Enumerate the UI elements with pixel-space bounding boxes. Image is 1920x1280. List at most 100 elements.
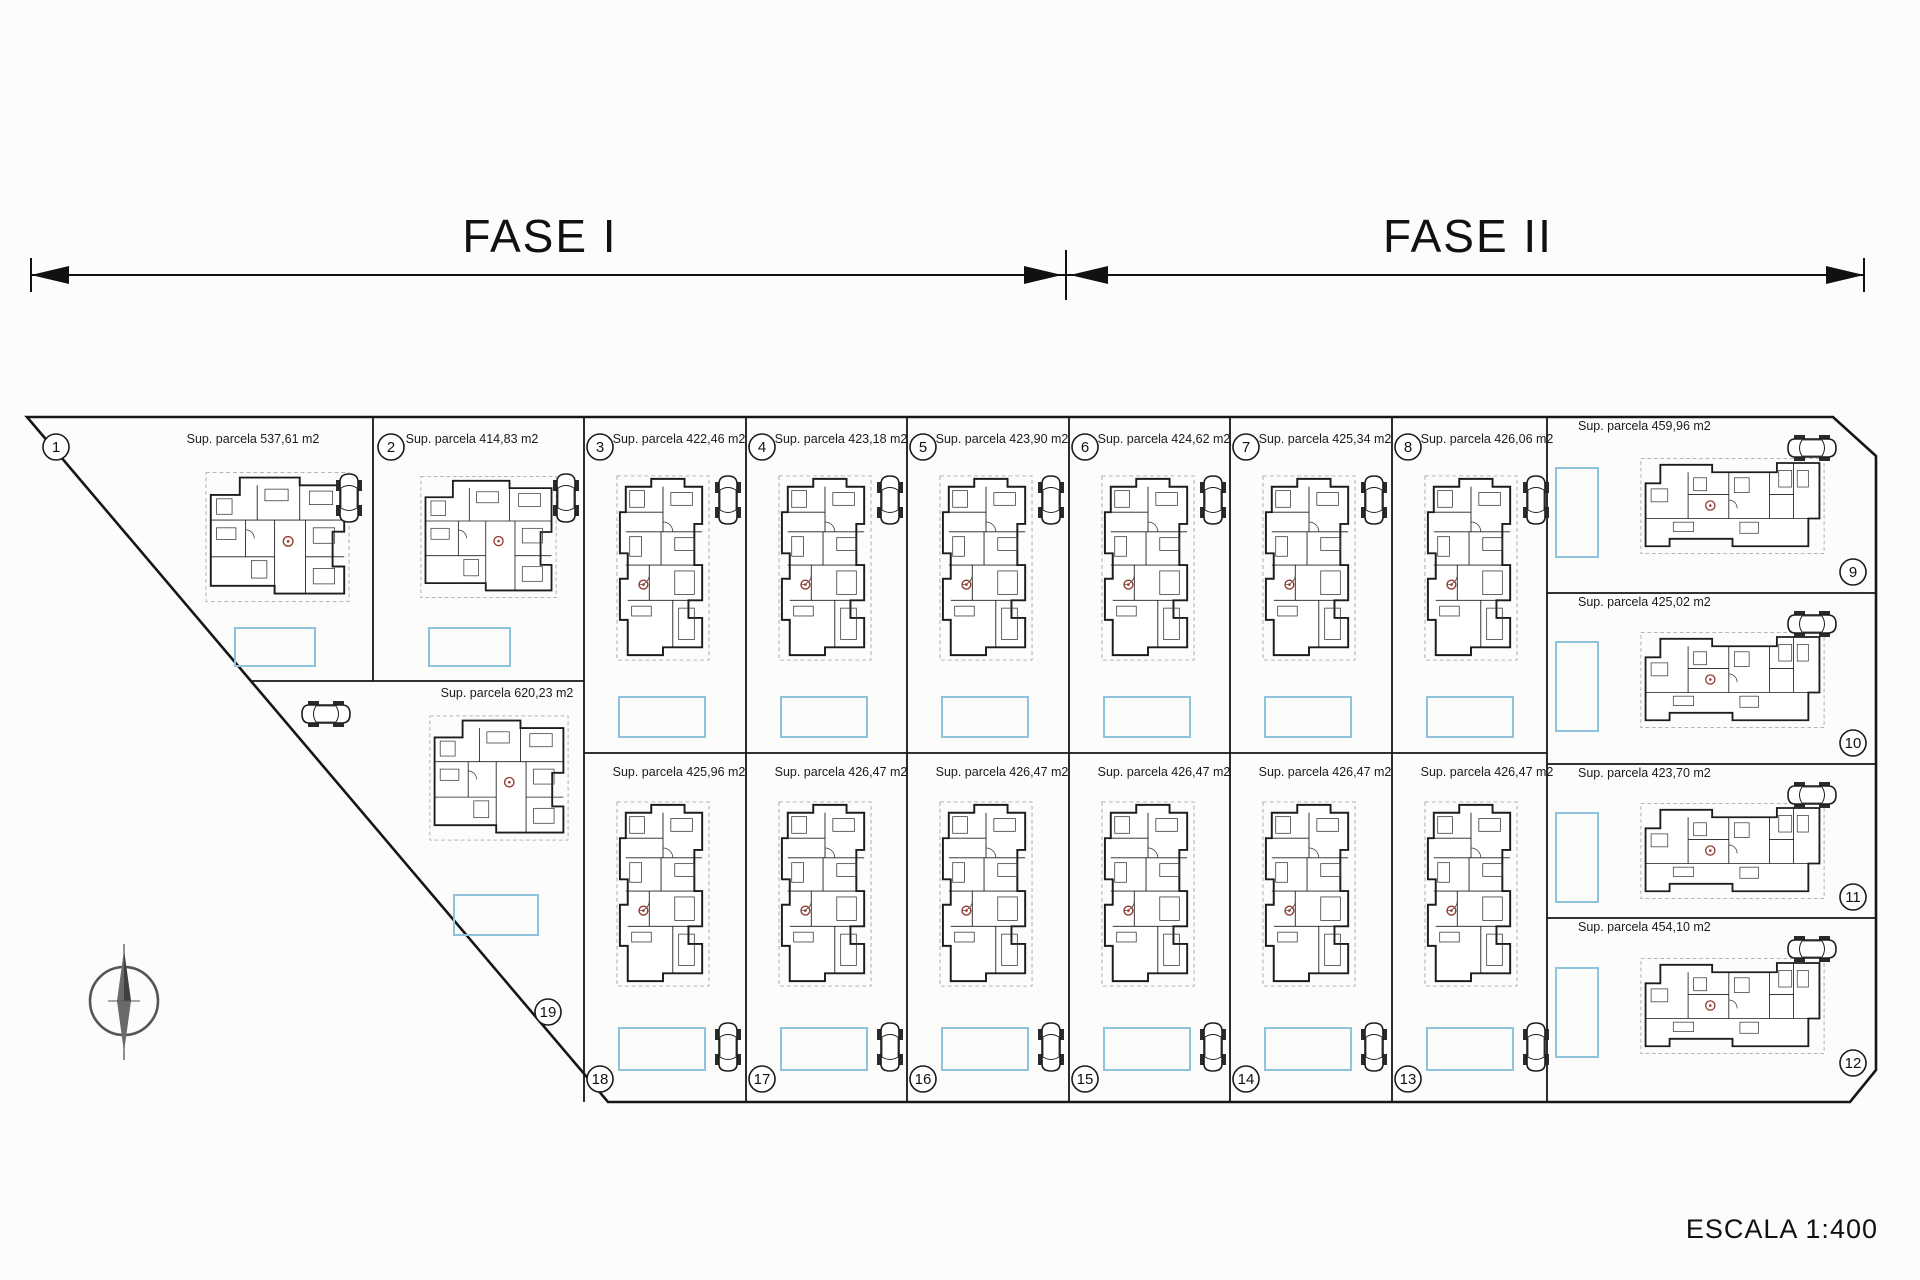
house-floorplan [1262, 474, 1356, 662]
plot-number: 9 [1849, 564, 1857, 581]
plot-15: Sup. parcela 426,47 m2 15 [1071, 765, 1231, 1093]
plot-dividers [251, 417, 1876, 1102]
car-icon [1037, 1022, 1065, 1072]
plot-area-label: Sup. parcela 620,23 m2 [441, 686, 574, 700]
car-icon [335, 473, 363, 523]
pool [780, 1027, 868, 1071]
house-floorplan [1424, 800, 1518, 988]
pool [1426, 1027, 1514, 1071]
plot-area-label: Sup. parcela 426,47 m2 [936, 765, 1069, 779]
car-icon [1360, 1022, 1388, 1072]
plot-number: 15 [1077, 1071, 1094, 1088]
arrow-left-icon [1070, 266, 1108, 284]
north-arrow-compass-icon [88, 944, 160, 1060]
plot-1: Sup. parcela 537,61 m2 1 [42, 432, 363, 667]
plot-number: 6 [1081, 439, 1089, 456]
car-icon [714, 475, 742, 525]
pool [1264, 696, 1352, 738]
car-icon [1522, 1022, 1550, 1072]
plot-number-badge [1071, 433, 1099, 461]
car-icon [1360, 475, 1388, 525]
pool [428, 627, 511, 667]
plot-area-label: Sup. parcela 423,18 m2 [775, 432, 908, 446]
phase-dimension-lines: FASE I FASE II [30, 210, 1865, 300]
plot-number-badge [1839, 883, 1867, 911]
pool [941, 1027, 1029, 1071]
plot-number-badge [1232, 1065, 1260, 1093]
house-floorplan [778, 474, 872, 662]
plot-area-label: Sup. parcela 425,96 m2 [613, 765, 746, 779]
plot-number-badge [1394, 1065, 1422, 1093]
plot-number: 7 [1242, 439, 1250, 456]
car-icon [1787, 610, 1837, 638]
plot-number: 1 [52, 439, 60, 456]
pool [234, 627, 316, 667]
plot-number: 16 [915, 1071, 932, 1088]
plot-number: 13 [1400, 1071, 1417, 1088]
pool [780, 696, 868, 738]
plot-number: 5 [919, 439, 927, 456]
house-floorplan [1640, 457, 1825, 555]
house-floorplan [1262, 800, 1356, 988]
scale-label: ESCALA 1:400 [1686, 1214, 1878, 1244]
plot-number-badge [42, 433, 70, 461]
plot-area-label: Sup. parcela 426,06 m2 [1421, 432, 1554, 446]
plot-number-badge [586, 433, 614, 461]
house-floorplan [1640, 631, 1825, 729]
plot-area-label: Sup. parcela 454,10 m2 [1578, 920, 1711, 934]
plot-area-label: Sup. parcela 537,61 m2 [187, 432, 320, 446]
pool [1555, 812, 1599, 903]
arrow-right-icon [1024, 266, 1062, 284]
plot-area-label: Sup. parcela 459,96 m2 [1578, 419, 1711, 433]
car-icon [1037, 475, 1065, 525]
house-floorplan [1101, 474, 1195, 662]
arrow-right-icon [1826, 266, 1864, 284]
pool [1103, 696, 1191, 738]
house-floorplan [1424, 474, 1518, 662]
car-icon [1199, 475, 1227, 525]
car-icon [301, 700, 351, 728]
plot-area-label: Sup. parcela 426,47 m2 [1098, 765, 1231, 779]
car-icon [714, 1022, 742, 1072]
plot-area-label: Sup. parcela 426,47 m2 [1259, 765, 1392, 779]
car-icon [1199, 1022, 1227, 1072]
house-floorplan [939, 474, 1033, 662]
pool [1555, 967, 1599, 1058]
plot-number-badge [748, 1065, 776, 1093]
plot-area-label: Sup. parcela 426,47 m2 [775, 765, 908, 779]
pool [453, 894, 539, 936]
car-icon [1522, 475, 1550, 525]
plot-number: 10 [1845, 735, 1862, 752]
house-floorplan [616, 474, 710, 662]
plot-number-badge [1071, 1065, 1099, 1093]
plot-number-badge [1394, 433, 1422, 461]
phase-2-label: FASE II [1383, 210, 1553, 262]
pool [1555, 467, 1599, 558]
plot-9: Sup. parcela 459,96 m2 9 [1555, 419, 1867, 586]
car-icon [1787, 781, 1837, 809]
pool [1103, 1027, 1191, 1071]
house-floorplan [939, 800, 1033, 988]
house-floorplan [1101, 800, 1195, 988]
plot-area-label: Sup. parcela 425,34 m2 [1259, 432, 1392, 446]
car-icon [1787, 434, 1837, 462]
plot-number: 11 [1845, 889, 1861, 906]
plot-number-badge [1839, 558, 1867, 586]
house-floorplan [1640, 957, 1825, 1055]
plot-number-badge [1839, 729, 1867, 757]
plot-16: Sup. parcela 426,47 m2 16 [909, 765, 1069, 1093]
plot-number-badge [1232, 433, 1260, 461]
house-floorplan [778, 800, 872, 988]
plot-3: Sup. parcela 422,46 m23 [586, 432, 745, 738]
pool [1264, 1027, 1352, 1071]
